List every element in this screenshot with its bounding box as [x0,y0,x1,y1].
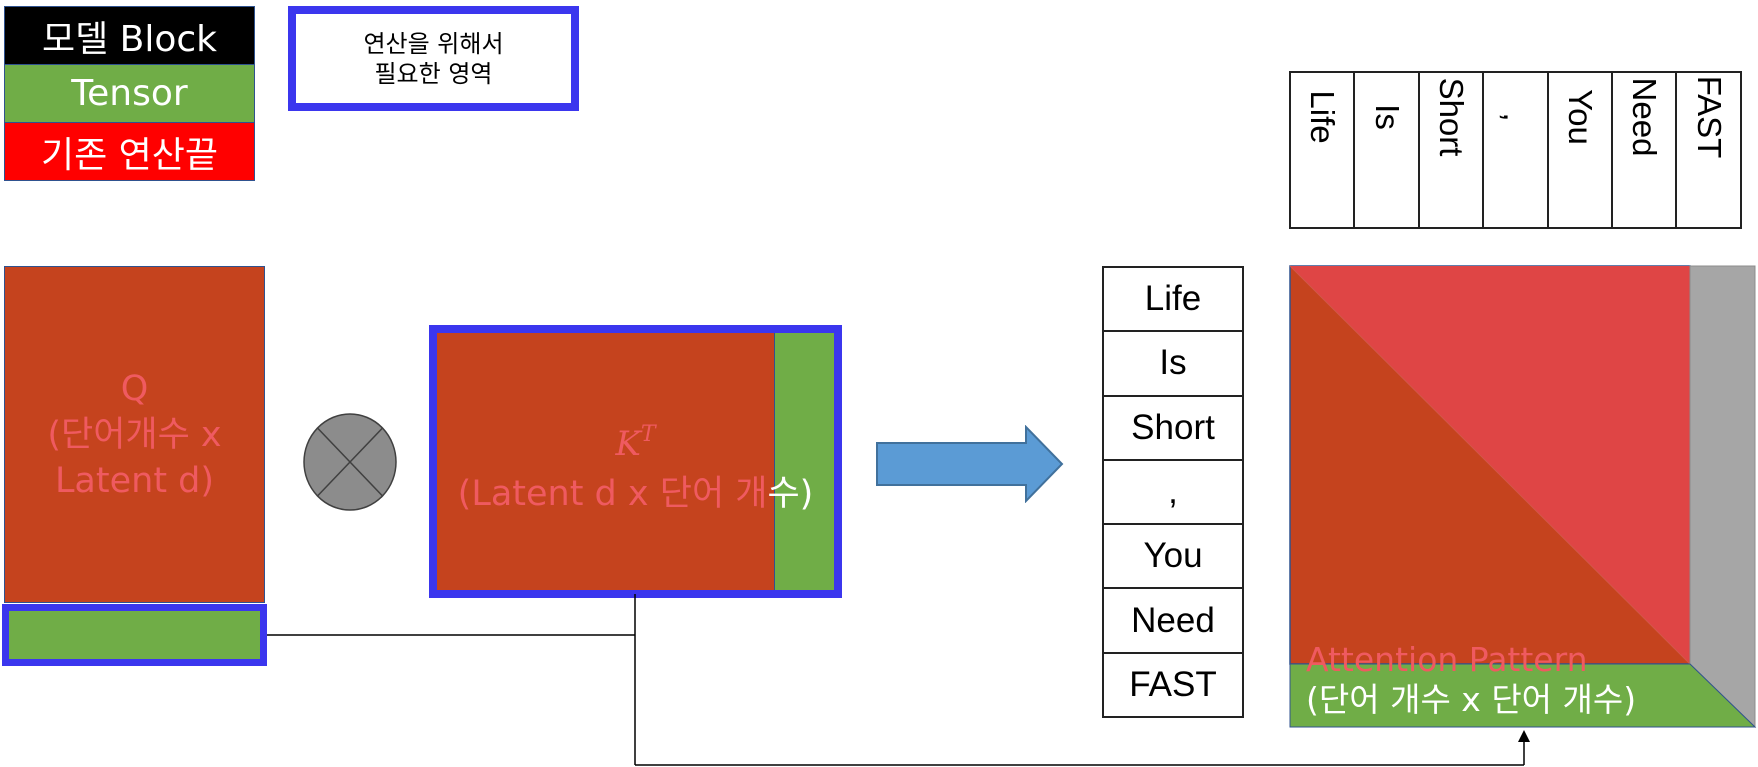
token-row-label: FAST [1690,75,1728,159]
kt-tensor-strip [774,333,834,590]
token-row-cell: Need [1610,71,1678,229]
token-cell: You [1102,523,1244,590]
token-column: Life Is Short , You Need FAST [1102,266,1244,719]
token-row-cell: FAST [1675,71,1742,229]
token-cell: FAST [1102,651,1244,719]
kt-label: KT (Latent d x 단어 개수) [437,410,834,519]
q-label-line3: Latent d) [54,460,215,501]
right-arrow-icon [876,425,1064,503]
token-row-label: , [1497,112,1535,122]
attention-label-line1: Attention Pattern [1306,640,1588,679]
token-cell: Need [1102,587,1244,654]
attention-tensor-strip [1289,663,1757,728]
attention-label-line2: (단어 개수 x 단어 개수) [1306,680,1637,719]
token-row-cell: , [1482,71,1549,229]
legend-existing-op-label: 기존 연산끝 [40,134,219,176]
legend-model-block: 모델 Block [4,6,255,65]
token-row-label: Short [1432,77,1470,157]
legend-note-line2: 필요한 영역 [374,59,493,88]
attention-pattern-matrix [1289,265,1757,729]
token-cell: Short [1102,394,1244,461]
q-label-line2: (단어개수 x [47,414,222,455]
token-row-label: Need [1626,77,1664,157]
legend-note-line1: 연산을 위해서 [363,29,504,58]
token-row-label: You [1561,89,1599,145]
legend-tensor-label: Tensor [71,73,188,114]
token-row-cell: Short [1417,71,1485,229]
kt-label-white: 수) [767,474,814,514]
attention-padding-column [1689,265,1756,729]
q-matrix-block: Q (단어개수 x Latent d) [4,266,265,603]
token-cell: Life [1102,266,1244,333]
q-label-line1: Q [120,368,149,409]
legend-existing-op: 기존 연산끝 [4,122,255,181]
circled-times-icon [303,413,397,511]
attention-label: Attention Pattern (단어 개수 x 단어 개수) [1306,640,1636,720]
token-row-cell: Life [1289,71,1356,229]
legend-model-block-label: 모델 Block [41,18,218,60]
kt-matrix-block [429,325,842,598]
token-cell: Is [1102,330,1244,397]
legend-required-region: 연산을 위해서 필요한 영역 [288,6,579,111]
token-row-cell: Is [1353,71,1420,229]
token-row: Life Is Short , You Need FAST [1289,71,1742,229]
kt-label-red: (Latent d x 단어 개 [457,474,768,514]
token-cell: , [1102,458,1244,526]
token-row-cell: You [1546,71,1613,229]
kt-symbol-letter: K [615,424,641,464]
token-row-label: Is [1368,104,1406,130]
kt-symbol-superscript: T [640,422,656,447]
kt-symbol: KT [437,410,834,469]
token-row-label: Life [1304,90,1342,144]
q-tensor-strip [2,604,267,666]
arrow-head-icon [1518,730,1530,742]
